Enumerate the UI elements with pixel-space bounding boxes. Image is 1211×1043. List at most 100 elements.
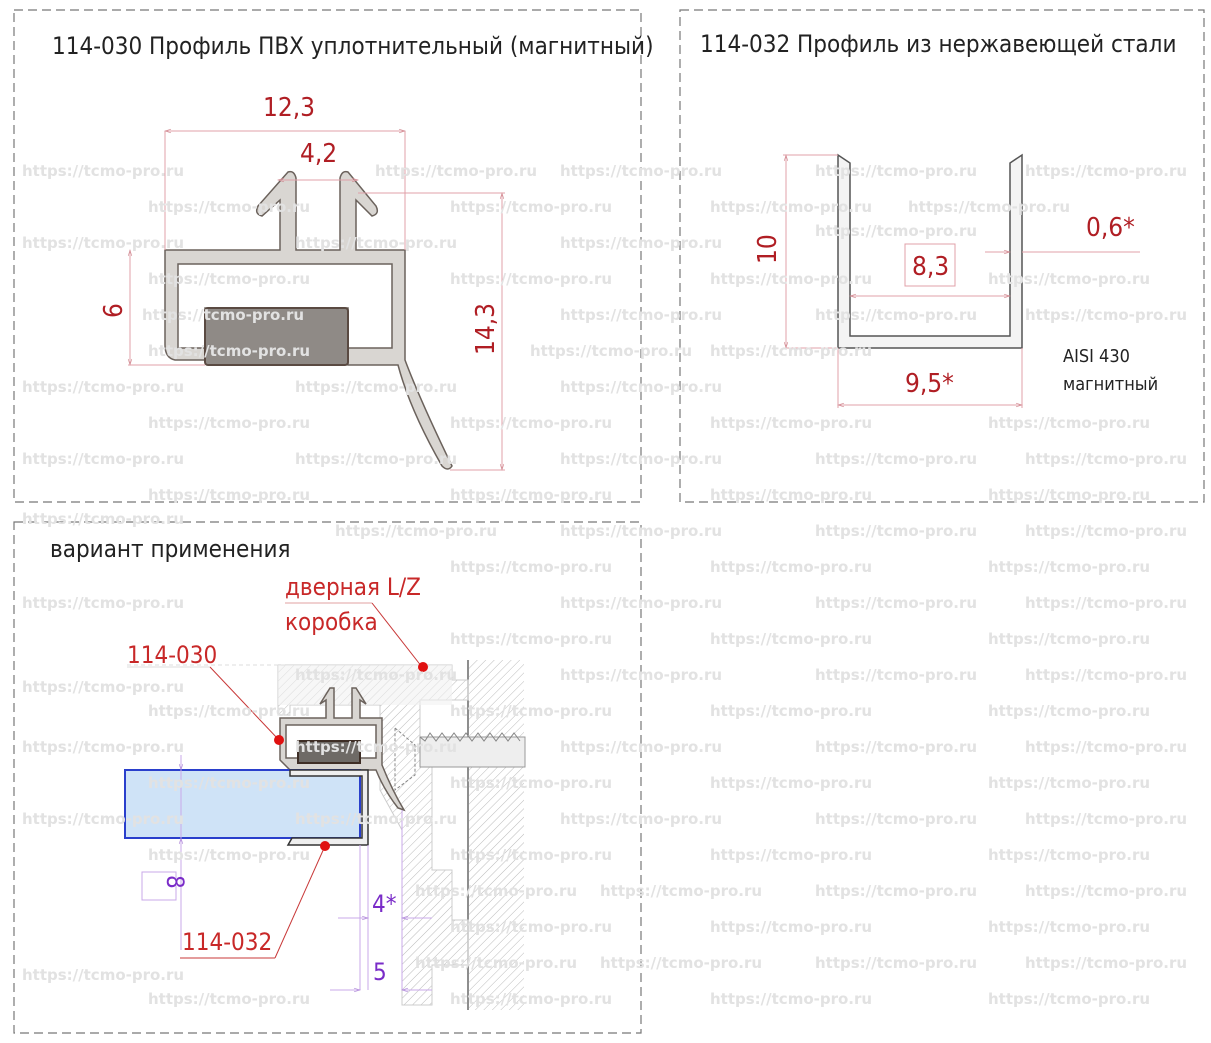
dim-inner-box bbox=[904, 243, 956, 287]
watermark-text: https://tcmo-pro.ru bbox=[295, 738, 457, 756]
dim-glass-label: 8 bbox=[161, 875, 189, 889]
watermark-text: https://tcmo-pro.ru bbox=[600, 882, 762, 900]
leader-dot bbox=[320, 841, 330, 851]
watermark-text: https://tcmo-pro.ru bbox=[710, 774, 872, 792]
magnet-insert bbox=[297, 740, 361, 764]
watermark-text: https://tcmo-pro.ru bbox=[142, 306, 304, 324]
watermark-text: https://tcmo-pro.ru bbox=[450, 414, 612, 432]
leader-dot bbox=[418, 662, 428, 672]
watermark-text: https://tcmo-pro.ru bbox=[988, 774, 1150, 792]
watermark-text: https://tcmo-pro.ru bbox=[415, 882, 577, 900]
watermark-text: https://tcmo-pro.ru bbox=[450, 846, 612, 864]
watermark-text: https://tcmo-pro.ru bbox=[22, 594, 184, 612]
watermark-text: https://tcmo-pro.ru bbox=[560, 666, 722, 684]
watermark-text: https://tcmo-pro.ru bbox=[560, 594, 722, 612]
magnet-insert bbox=[204, 307, 349, 366]
watermark-text: https://tcmo-pro.ru bbox=[815, 522, 977, 540]
watermark-layer: https://tcmo-pro.ru https://tcmo-pro.ru ht… bbox=[22, 162, 1187, 1008]
watermark-text: https://tcmo-pro.ru bbox=[22, 234, 184, 252]
watermark-text: https://tcmo-pro.ru bbox=[560, 378, 722, 396]
watermark-text: https://tcmo-pro.ru bbox=[710, 702, 872, 720]
dim-inner-height-label: 6 bbox=[99, 303, 129, 318]
watermark-text: https://tcmo-pro.ru bbox=[1025, 738, 1187, 756]
panel-border bbox=[13, 521, 642, 1034]
watermark-text: https://tcmo-pro.ru bbox=[815, 738, 977, 756]
watermark-text: https://tcmo-pro.ru bbox=[295, 234, 457, 252]
watermark-text: https://tcmo-pro.ru bbox=[560, 522, 722, 540]
watermark-text: https://tcmo-pro.ru bbox=[815, 450, 977, 468]
watermark-text: https://tcmo-pro.ru bbox=[815, 666, 977, 684]
watermark-text: https://tcmo-pro.ru bbox=[1025, 522, 1187, 540]
watermark-text: https://tcmo-pro.ru bbox=[710, 486, 872, 504]
label-door-frame-line2: коробка bbox=[285, 608, 378, 636]
watermark-text: https://tcmo-pro.ru bbox=[22, 810, 184, 828]
panel-title: 114-030 Профиль ПВХ уплотнительный (магн… bbox=[52, 32, 654, 60]
watermark-text: https://tcmo-pro.ru bbox=[710, 990, 872, 1008]
steel-profile-installed bbox=[286, 769, 369, 846]
watermark-text: https://tcmo-pro.ru bbox=[148, 774, 310, 792]
watermark-text: https://tcmo-pro.ru bbox=[22, 510, 184, 528]
watermark-text: https://tcmo-pro.ru bbox=[450, 918, 612, 936]
dim-total-height-label: 14,3 bbox=[471, 303, 501, 355]
watermark-text: https://tcmo-pro.ru bbox=[450, 630, 612, 648]
watermark-text: https://tcmo-pro.ru bbox=[295, 450, 457, 468]
watermark-text: https://tcmo-pro.ru bbox=[815, 594, 977, 612]
watermark-text: https://tcmo-pro.ru bbox=[710, 918, 872, 936]
watermark-text: https://tcmo-pro.ru bbox=[815, 954, 977, 972]
dim-gap-label: 4,2 bbox=[300, 139, 337, 169]
watermark-text: https://tcmo-pro.ru bbox=[988, 918, 1150, 936]
watermark-text: https://tcmo-pro.ru bbox=[1025, 810, 1187, 828]
watermark-text: https://tcmo-pro.ru bbox=[815, 162, 977, 180]
watermark-text: https://tcmo-pro.ru bbox=[22, 738, 184, 756]
watermark-text: https://tcmo-pro.ru bbox=[22, 966, 184, 984]
watermark-text: https://tcmo-pro.ru bbox=[295, 810, 457, 828]
label-door-frame-line1: дверная L/Z bbox=[285, 573, 421, 601]
watermark-text: https://tcmo-pro.ru bbox=[1025, 882, 1187, 900]
watermark-text: https://tcmo-pro.ru bbox=[815, 306, 977, 324]
watermark-text: https://tcmo-pro.ru bbox=[148, 486, 310, 504]
watermark-text: https://tcmo-pro.ru bbox=[560, 738, 722, 756]
watermark-text: https://tcmo-pro.ru bbox=[1025, 954, 1187, 972]
leader-dot bbox=[274, 735, 284, 745]
watermark-text: https://tcmo-pro.ru bbox=[1025, 666, 1187, 684]
watermark-text: https://tcmo-pro.ru bbox=[450, 774, 612, 792]
watermark-text: https://tcmo-pro.ru bbox=[815, 882, 977, 900]
watermark-text: https://tcmo-pro.ru bbox=[148, 270, 310, 288]
watermark-text: https://tcmo-pro.ru bbox=[148, 846, 310, 864]
dim-inner-label: 8,3 bbox=[912, 252, 949, 282]
watermark-text: https://tcmo-pro.ru bbox=[450, 486, 612, 504]
material-note: магнитный bbox=[1063, 374, 1158, 395]
dim-width-label: 12,3 bbox=[263, 93, 315, 123]
watermark-text: https://tcmo-pro.ru bbox=[1025, 306, 1187, 324]
watermark-text: https://tcmo-pro.ru bbox=[710, 846, 872, 864]
panel-border bbox=[679, 9, 1205, 503]
panel-steel-profile bbox=[679, 9, 1205, 503]
watermark-text: https://tcmo-pro.ru bbox=[988, 486, 1150, 504]
watermark-text: https://tcmo-pro.ru bbox=[450, 558, 612, 576]
watermark-text: https://tcmo-pro.ru bbox=[988, 414, 1150, 432]
panel-seal-profile bbox=[13, 9, 642, 503]
watermark-text: https://tcmo-pro.ru bbox=[1025, 450, 1187, 468]
watermark-text: https://tcmo-pro.ru bbox=[148, 702, 310, 720]
screw bbox=[419, 736, 526, 768]
watermark-text: https://tcmo-pro.ru bbox=[988, 270, 1150, 288]
watermark-text: https://tcmo-pro.ru bbox=[148, 342, 310, 360]
label-steel-profile: 114-032 bbox=[182, 928, 272, 956]
watermark-text: https://tcmo-pro.ru bbox=[908, 198, 1070, 216]
watermark-text: https://tcmo-pro.ru bbox=[22, 450, 184, 468]
watermark-text: https://tcmo-pro.ru bbox=[710, 270, 872, 288]
watermark-text: https://tcmo-pro.ru bbox=[560, 810, 722, 828]
label-seal-profile: 114-030 bbox=[127, 641, 217, 669]
dim-outer-label: 9,5* bbox=[905, 369, 954, 399]
watermark-text: https://tcmo-pro.ru bbox=[450, 270, 612, 288]
watermark-text: https://tcmo-pro.ru bbox=[710, 342, 872, 360]
watermark-text: https://tcmo-pro.ru bbox=[415, 954, 577, 972]
dim-gap-label: 4* bbox=[372, 890, 397, 918]
watermark-text: https://tcmo-pro.ru bbox=[1025, 594, 1187, 612]
watermark-text: https://tcmo-pro.ru bbox=[148, 414, 310, 432]
dim-glass-box bbox=[141, 871, 177, 901]
watermark-text: https://tcmo-pro.ru bbox=[450, 198, 612, 216]
watermark-text: https://tcmo-pro.ru bbox=[560, 162, 722, 180]
